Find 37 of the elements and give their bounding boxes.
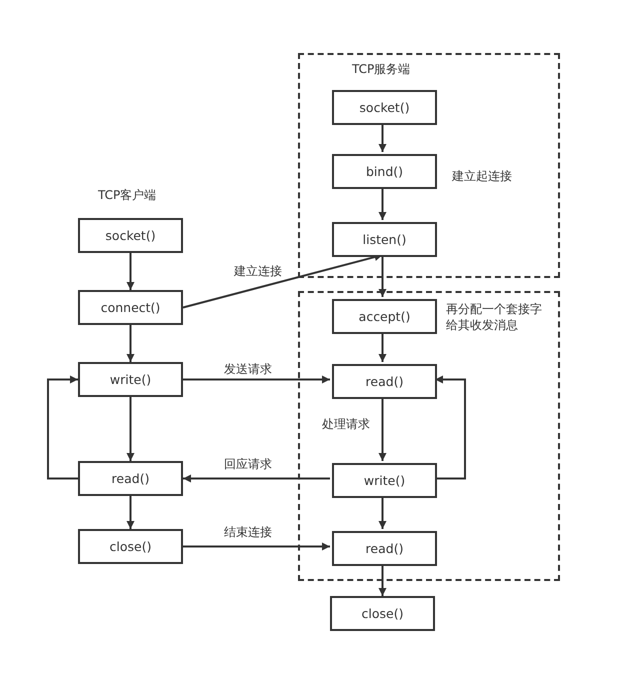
process-box: listen() xyxy=(332,222,437,257)
process-box: write() xyxy=(332,463,437,498)
process-box: close() xyxy=(330,596,435,631)
process-box: accept() xyxy=(332,299,437,334)
process-box: close() xyxy=(78,529,183,564)
arrow xyxy=(378,332,386,362)
arrow xyxy=(378,123,386,152)
dashed-group-box xyxy=(298,291,560,581)
arrow xyxy=(378,255,386,297)
dashed-group-box xyxy=(298,53,560,278)
arrow xyxy=(378,187,386,220)
arrow xyxy=(126,253,134,290)
arrow xyxy=(183,376,330,384)
arrow xyxy=(126,325,134,362)
note-text: 建立起连接 xyxy=(452,168,512,185)
process-box: socket() xyxy=(78,218,183,253)
arrow xyxy=(378,397,386,461)
process-box: bind() xyxy=(332,154,437,189)
arrow xyxy=(126,397,134,461)
process-box: socket() xyxy=(332,90,437,125)
process-box: read() xyxy=(332,364,437,399)
note-text: 再分配一个套接字给其收发消息 xyxy=(446,301,543,333)
process-box: read() xyxy=(78,461,183,496)
group-heading: TCP服务端 xyxy=(352,61,410,78)
arrow xyxy=(435,376,466,480)
arrow xyxy=(183,542,330,550)
arrow xyxy=(126,496,134,529)
arrow xyxy=(378,564,386,596)
process-box: write() xyxy=(78,362,183,397)
edge-label: 建立连接 xyxy=(232,263,284,280)
arrow xyxy=(378,496,386,529)
arrow xyxy=(47,376,78,480)
arrow xyxy=(183,474,330,482)
process-box: read() xyxy=(332,531,437,566)
process-box: connect() xyxy=(78,290,183,325)
column-heading: TCP客户端 xyxy=(98,187,156,204)
edge-label: 结束连接 xyxy=(222,524,274,541)
